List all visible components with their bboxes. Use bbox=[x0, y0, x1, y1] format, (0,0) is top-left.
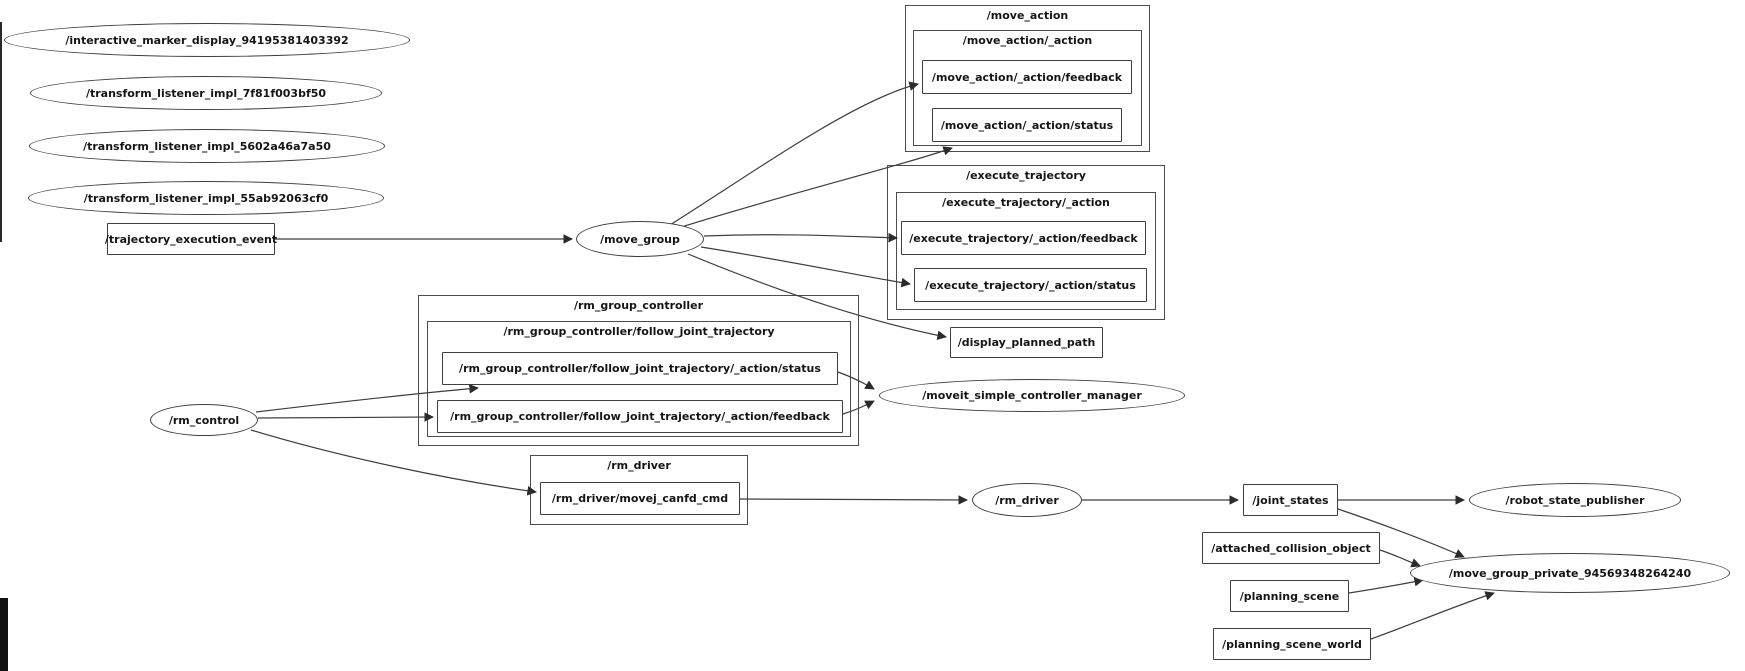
graph-topic-rmgc_fjt_feedback: /rm_group_controller/follow_joint_trajec… bbox=[437, 400, 843, 433]
edge-planning_scene-to-move_group_private bbox=[1348, 576, 1424, 594]
graph-topic-display_planned_path: /display_planned_path bbox=[950, 327, 1103, 358]
graph-topic-move_action_status: /move_action/_action/status bbox=[932, 108, 1122, 142]
graph-topic-planning_scene: /planning_scene bbox=[1230, 580, 1349, 612]
graph-topic-trajectory_execution_event: /trajectory_execution_event bbox=[105, 223, 277, 255]
graph-node-rm_control: /rm_control bbox=[150, 404, 258, 436]
graph-topic-rm_driver_movej_canfd_cmd: /rm_driver/movej_canfd_cmd bbox=[540, 482, 740, 515]
window-edge-artifact bbox=[0, 22, 2, 242]
graph-node-move_group: /move_group bbox=[576, 221, 704, 257]
edge-move_group-to-execute_trajectory_feedback bbox=[703, 232, 898, 243]
graph-node-robot_state_publisher: /robot_state_publisher bbox=[1469, 483, 1681, 517]
graph-node-transform_listener_7f81: /transform_listener_impl_7f81f003bf50 bbox=[30, 76, 382, 110]
graph-topic-joint_states: /joint_states bbox=[1243, 484, 1338, 516]
edge-rm_control-to-rmgc_fjt_feedback bbox=[257, 412, 434, 422]
graph-node-interactive_marker_display: /interactive_marker_display_941953814033… bbox=[4, 23, 410, 57]
cluster-label-rm_driver_cluster: /rm_driver bbox=[607, 459, 671, 472]
graph-topic-attached_collision_object: /attached_collision_object bbox=[1202, 532, 1380, 564]
graph-node-transform_listener_55ab: /transform_listener_impl_55ab92063cf0 bbox=[28, 181, 384, 215]
edge-planning_scene_world-to-move_group_private bbox=[1370, 591, 1495, 640]
graph-topic-move_action_feedback: /move_action/_action/feedback bbox=[922, 60, 1132, 94]
cluster-label-move_action: /move_action bbox=[986, 9, 1069, 22]
cluster-label-rm_group_controller_fjt: /rm_group_controller/follow_joint_trajec… bbox=[503, 325, 775, 338]
cluster-label-move_action_action: /move_action/_action bbox=[962, 34, 1093, 47]
cluster-label-rm_group_controller: /rm_group_controller bbox=[573, 299, 704, 312]
graph-node-move_group_private: /move_group_private_94569348264240 bbox=[1410, 553, 1730, 593]
graph-topic-planning_scene_world: /planning_scene_world bbox=[1213, 628, 1371, 660]
edge-move_group-to-execute_trajectory_status bbox=[700, 246, 911, 288]
graph-topic-rmgc_fjt_status: /rm_group_controller/follow_joint_trajec… bbox=[442, 352, 838, 385]
graph-node-rm_driver: /rm_driver bbox=[972, 483, 1082, 517]
graph-node-moveit_simple_controller_manager: /moveit_simple_controller_manager bbox=[879, 379, 1185, 412]
edge-move_group-to-move_action_feedback bbox=[669, 81, 919, 226]
edge-attached_collision_object-to-move_group_private bbox=[1379, 549, 1421, 568]
cluster-label-execute_trajectory: /execute_trajectory bbox=[966, 169, 1086, 182]
graph-node-transform_listener_5602: /transform_listener_impl_5602a46a7a50 bbox=[29, 129, 385, 163]
edge-rm_driver_movej_canfd_cmd-to-rm_driver bbox=[739, 495, 968, 505]
graph-topic-execute_trajectory_feedback: /execute_trajectory/_action/feedback bbox=[901, 221, 1146, 255]
graph-topic-execute_trajectory_status: /execute_trajectory/_action/status bbox=[914, 268, 1147, 302]
cluster-label-execute_trajectory_action: /execute_trajectory/_action bbox=[942, 196, 1110, 209]
screen-corner-artifact bbox=[0, 598, 8, 671]
